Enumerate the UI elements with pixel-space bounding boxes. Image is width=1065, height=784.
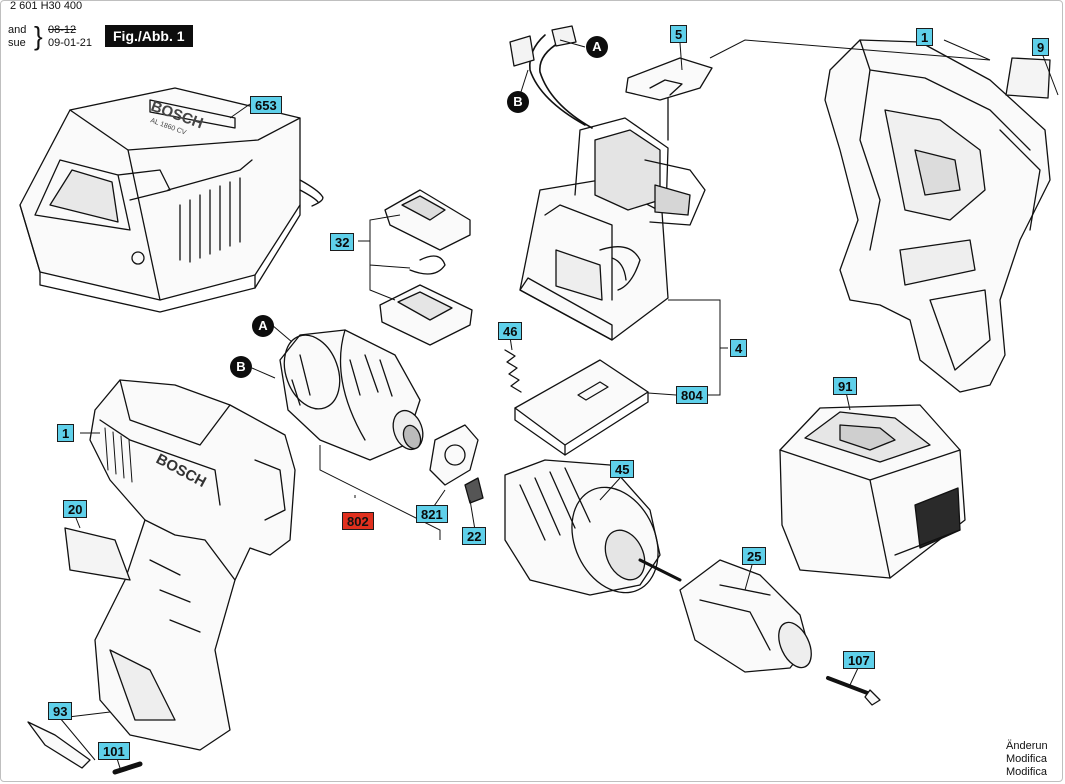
part-tag-5[interactable]: 5 [670,25,688,43]
part-tag-821[interactable]: 821 [416,505,448,523]
part-tag-1-left[interactable]: 1 [57,424,75,442]
part-tag-46[interactable]: 46 [498,322,523,340]
switch-assembly [509,25,706,341]
connector-a-top: A [586,36,608,58]
part-tag-45[interactable]: 45 [610,460,635,478]
date-new: 09-01-21 [48,37,93,49]
housing-left-half [89,379,296,751]
bit-clip-part-32 [379,189,473,346]
part-tag-802[interactable]: 802 [342,512,374,530]
part-tag-32[interactable]: 32 [330,233,355,251]
label-part-9 [1005,57,1051,99]
connector-b-motor: B [230,356,252,378]
gearbox [504,459,682,596]
part-tag-804[interactable]: 804 [676,386,708,404]
figure-label: Fig./Abb. 1 [105,25,193,47]
bit-93 [27,721,91,769]
part-tag-9[interactable]: 9 [1032,38,1050,56]
clip-part-5 [625,57,713,141]
connector-a-motor: A [252,315,274,337]
part-tag-22[interactable]: 22 [462,527,487,545]
battery-pack [779,404,966,579]
part-tag-91[interactable]: 91 [833,377,858,395]
part-tag-93[interactable]: 93 [48,702,73,720]
corner-note-line1: Änderun [1006,740,1048,752]
motor [279,329,424,461]
part-tag-20[interactable]: 20 [63,500,88,518]
part-tag-4[interactable]: 4 [730,339,748,357]
chuck [679,559,812,673]
clip-101 [112,761,143,775]
leader-lines [59,39,1059,769]
charger-illustration [19,87,324,313]
part-tag-107[interactable]: 107 [843,651,875,669]
screw-107 [826,676,881,706]
part-tag-25[interactable]: 25 [742,547,767,565]
corner-note-line2: Modifica [1006,753,1047,765]
stand-label: and [8,24,27,36]
part-tag-101[interactable]: 101 [98,742,130,760]
spring-and-plate [504,349,649,456]
date-old: 08-12 [48,24,77,36]
part-tag-653[interactable]: 653 [250,96,282,114]
connector-b-top: B [507,91,529,113]
housing-right-half [824,39,1051,393]
part-tag-1-top[interactable]: 1 [916,28,934,46]
issue-label: sue [8,37,26,49]
corner-note-line3: Modifica [1006,766,1047,778]
motor-plate-and-screw [429,424,484,504]
label-part-20 [64,527,131,581]
brace-icon: } [34,21,43,51]
document-code: 2 601 H30 400 [10,0,83,12]
